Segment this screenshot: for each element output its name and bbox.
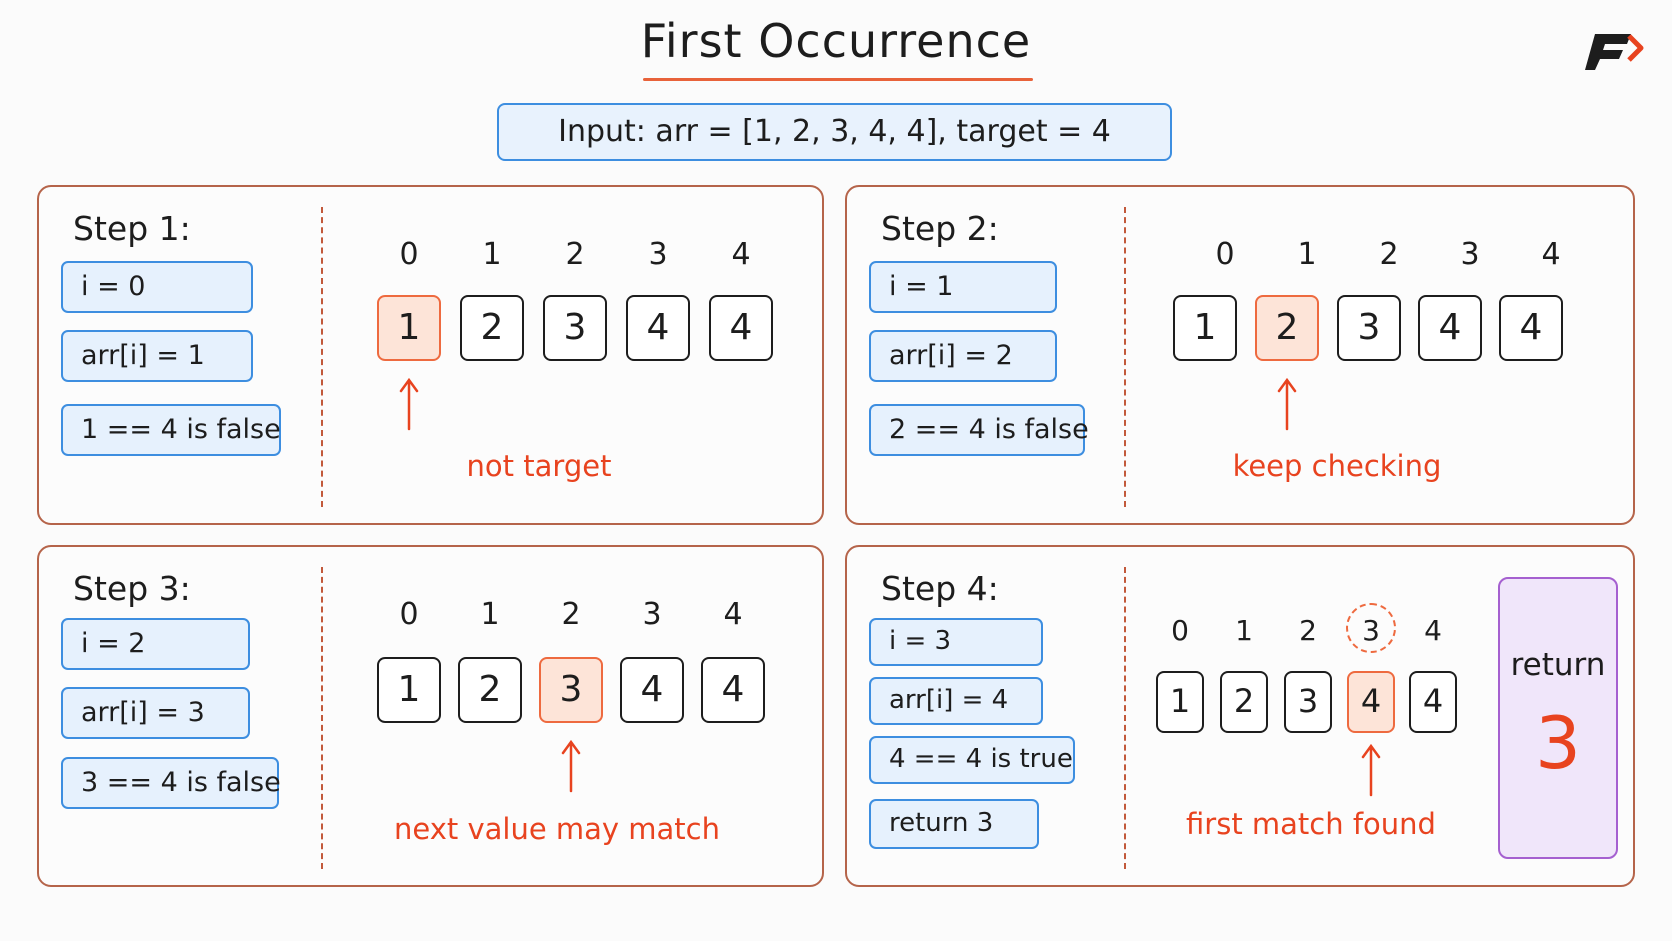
info-index: i = 1 — [869, 261, 1057, 313]
info-index: i = 0 — [61, 261, 253, 313]
step-note: keep checking — [1232, 449, 1442, 483]
array-cell-highlighted: 3 — [539, 657, 603, 723]
index-label: 3 — [648, 237, 668, 272]
divider — [1124, 567, 1126, 869]
index-label: 1 — [480, 597, 500, 632]
divider — [1124, 207, 1126, 507]
info-return: return 3 — [869, 799, 1039, 849]
info-value: arr[i] = 1 — [61, 330, 253, 382]
array-cell: 4 — [1499, 295, 1563, 361]
info-compare: 2 == 4 is false — [869, 404, 1089, 456]
index-label: 0 — [399, 597, 419, 632]
index-label: 1 — [1235, 614, 1253, 647]
step-title: Step 4: — [881, 569, 999, 608]
info-compare: 3 == 4 is false — [61, 757, 281, 809]
index-label: 3 — [1362, 614, 1380, 647]
selected-index-circle — [1346, 603, 1396, 653]
index-label: 2 — [1379, 237, 1399, 272]
return-value: 3 — [1535, 701, 1581, 785]
info-index: i = 3 — [869, 618, 1043, 666]
array-cell: 4 — [1409, 671, 1457, 733]
pointer-arrow-icon — [399, 377, 419, 431]
step-title: Step 1: — [73, 209, 191, 248]
array-cell: 2 — [460, 295, 524, 361]
array-cell: 3 — [1284, 671, 1332, 733]
index-label: 0 — [1171, 614, 1189, 647]
index-label: 0 — [1215, 237, 1235, 272]
info-index: i = 2 — [61, 618, 250, 670]
info-compare: 1 == 4 is false — [61, 404, 281, 456]
step-3-panel: Step 3: i = 2 arr[i] = 3 3 == 4 is false… — [37, 545, 824, 887]
page-title: First Occurrence — [640, 14, 1032, 68]
info-value: arr[i] = 2 — [869, 330, 1057, 382]
array-cell: 4 — [701, 657, 765, 723]
pointer-arrow-icon — [1361, 743, 1381, 797]
info-value: arr[i] = 3 — [61, 687, 250, 739]
return-result-box: return 3 — [1498, 577, 1618, 859]
pointer-arrow-icon — [1277, 377, 1297, 431]
index-label: 4 — [1541, 237, 1561, 272]
step-2-panel: Step 2: i = 1 arr[i] = 2 2 == 4 is false… — [845, 185, 1635, 525]
divider — [321, 567, 323, 869]
array-cell: 1 — [377, 657, 441, 723]
step-title: Step 2: — [881, 209, 999, 248]
info-value: arr[i] = 4 — [869, 677, 1043, 725]
array-cell: 4 — [620, 657, 684, 723]
array-cell: 2 — [458, 657, 522, 723]
array-cell: 2 — [1220, 671, 1268, 733]
array-cell-highlighted: 4 — [1347, 671, 1395, 733]
index-label: 1 — [1297, 237, 1317, 272]
array-cell: 1 — [1173, 295, 1237, 361]
step-note: not target — [466, 449, 612, 483]
index-label: 4 — [723, 597, 743, 632]
info-compare: 4 == 4 is true — [869, 736, 1075, 784]
step-note: first match found — [1186, 807, 1436, 841]
index-label: 2 — [1299, 614, 1317, 647]
array-cell: 1 — [1156, 671, 1204, 733]
step-1-panel: Step 1: i = 0 arr[i] = 1 1 == 4 is false… — [37, 185, 824, 525]
array-cell-highlighted: 1 — [377, 295, 441, 361]
array-cell-highlighted: 2 — [1255, 295, 1319, 361]
index-label: 2 — [561, 597, 581, 632]
array-cell: 4 — [1418, 295, 1482, 361]
index-label: 3 — [642, 597, 662, 632]
index-label: 3 — [1460, 237, 1480, 272]
array-cell: 4 — [626, 295, 690, 361]
pointer-arrow-icon — [561, 739, 581, 793]
array-cell: 3 — [543, 295, 607, 361]
title-underline — [643, 78, 1033, 81]
index-label: 1 — [482, 237, 502, 272]
index-label: 0 — [399, 237, 419, 272]
index-label: 4 — [1424, 614, 1442, 647]
index-label: 2 — [565, 237, 585, 272]
index-label: 4 — [731, 237, 751, 272]
step-title: Step 3: — [73, 569, 191, 608]
return-label: return — [1510, 647, 1606, 683]
array-cell: 3 — [1337, 295, 1401, 361]
divider — [321, 207, 323, 507]
step-note: next value may match — [393, 812, 720, 846]
brand-logo — [1585, 34, 1644, 70]
array-cell: 4 — [709, 295, 773, 361]
input-box: Input: arr = [1, 2, 3, 4, 4], target = 4 — [497, 103, 1172, 161]
